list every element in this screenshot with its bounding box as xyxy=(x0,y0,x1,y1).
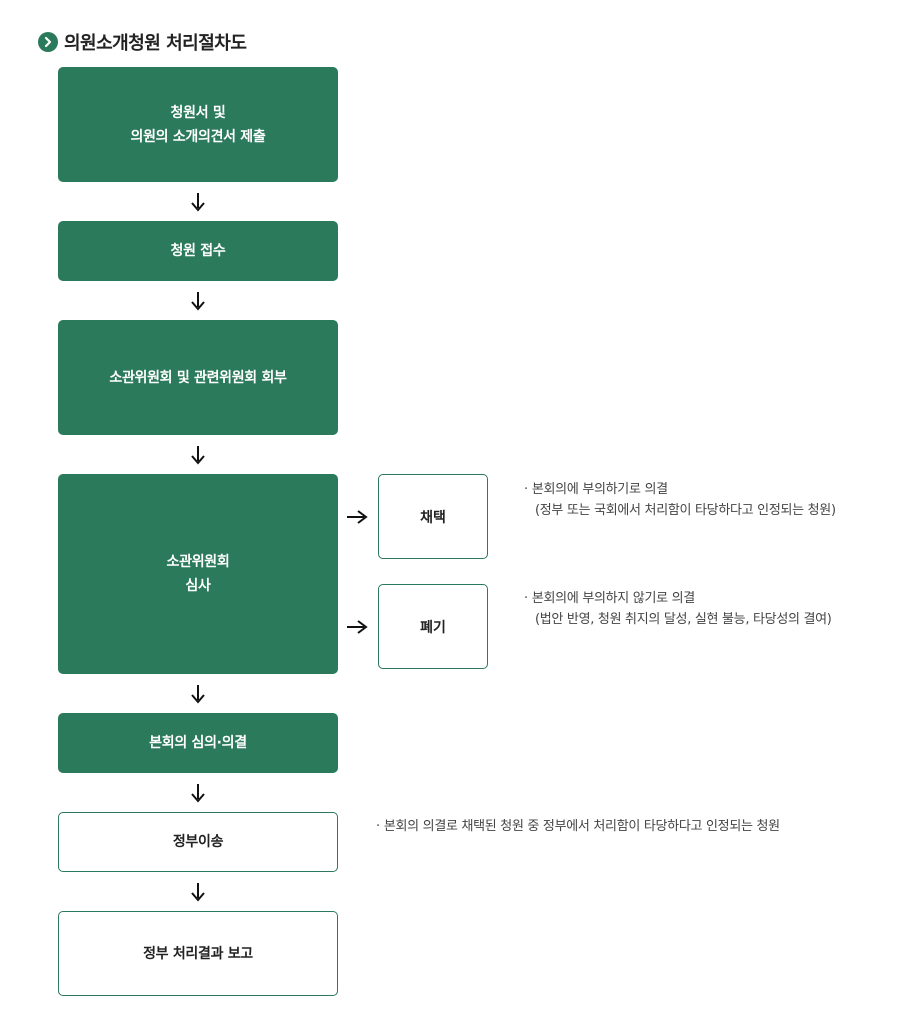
bullet: · xyxy=(376,819,380,834)
step-receive-label: 청원 접수 xyxy=(170,243,226,259)
step-plenary: 본회의 심의·의결 xyxy=(58,713,338,773)
discard-note-line1: 본회의에 부의하지 않기로 의결 xyxy=(531,591,695,606)
arrow-down-icon xyxy=(191,883,205,902)
arrow-down-icon xyxy=(191,685,205,704)
transfer-note-text: 본회의 의결로 채택된 청원 중 정부에서 처리함이 타당하다고 인정되는 청원 xyxy=(383,819,780,834)
arrow-right-icon xyxy=(347,510,368,524)
step-submit-label: 청원서 및 의원의 소개의견서 제출 xyxy=(130,104,266,145)
bullet: · xyxy=(524,591,528,606)
step-receive: 청원 접수 xyxy=(58,221,338,281)
step-plenary-label: 본회의 심의·의결 xyxy=(149,735,247,751)
outcome-discard-label: 폐기 xyxy=(420,619,446,636)
step-review-label: 소관위원회 심사 xyxy=(166,554,230,594)
step-review: 소관위원회 심사 xyxy=(58,474,338,674)
step-refer-label: 소관위원회 및 관련위원회 회부 xyxy=(109,369,287,386)
step-report-label: 정부 처리결과 보고 xyxy=(143,945,253,962)
chevron-right-circle-icon xyxy=(38,32,58,52)
step-report: 정부 처리결과 보고 xyxy=(58,911,338,996)
step-refer: 소관위원회 및 관련위원회 회부 xyxy=(58,320,338,435)
bullet: · xyxy=(524,482,528,497)
discard-note-line2: (법안 반영, 청원 취지의 달성, 실현 불능, 타당성의 결여) xyxy=(535,612,832,627)
arrow-down-icon xyxy=(191,784,205,803)
step-submit: 청원서 및 의원의 소개의견서 제출 xyxy=(58,67,338,182)
transfer-note: ·본회의 의결로 채택된 청원 중 정부에서 처리함이 타당하다고 인정되는 청… xyxy=(376,816,780,837)
adopt-note-line1: 본회의에 부의하기로 의결 xyxy=(531,482,668,497)
step-transfer-label: 정부이송 xyxy=(172,834,224,850)
arrow-down-icon xyxy=(191,193,205,212)
step-transfer: 정부이송 xyxy=(58,812,338,872)
outcome-adopt: 채택 xyxy=(378,474,488,559)
outcome-discard: 폐기 xyxy=(378,584,488,669)
page-header: 의원소개청원 처리절차도 xyxy=(38,30,247,54)
outcome-adopt-label: 채택 xyxy=(420,509,446,526)
adopt-note: ·본회의에 부의하기로 의결 (정부 또는 국회에서 처리함이 타당하다고 인정… xyxy=(524,479,836,521)
discard-note: ·본회의에 부의하지 않기로 의결 (법안 반영, 청원 취지의 달성, 실현 … xyxy=(524,588,832,630)
arrow-right-icon xyxy=(347,620,368,634)
arrow-down-icon xyxy=(191,446,205,465)
adopt-note-line2: (정부 또는 국회에서 처리함이 타당하다고 인정되는 청원) xyxy=(535,503,836,518)
arrow-down-icon xyxy=(191,292,205,311)
page-title: 의원소개청원 처리절차도 xyxy=(64,33,247,54)
